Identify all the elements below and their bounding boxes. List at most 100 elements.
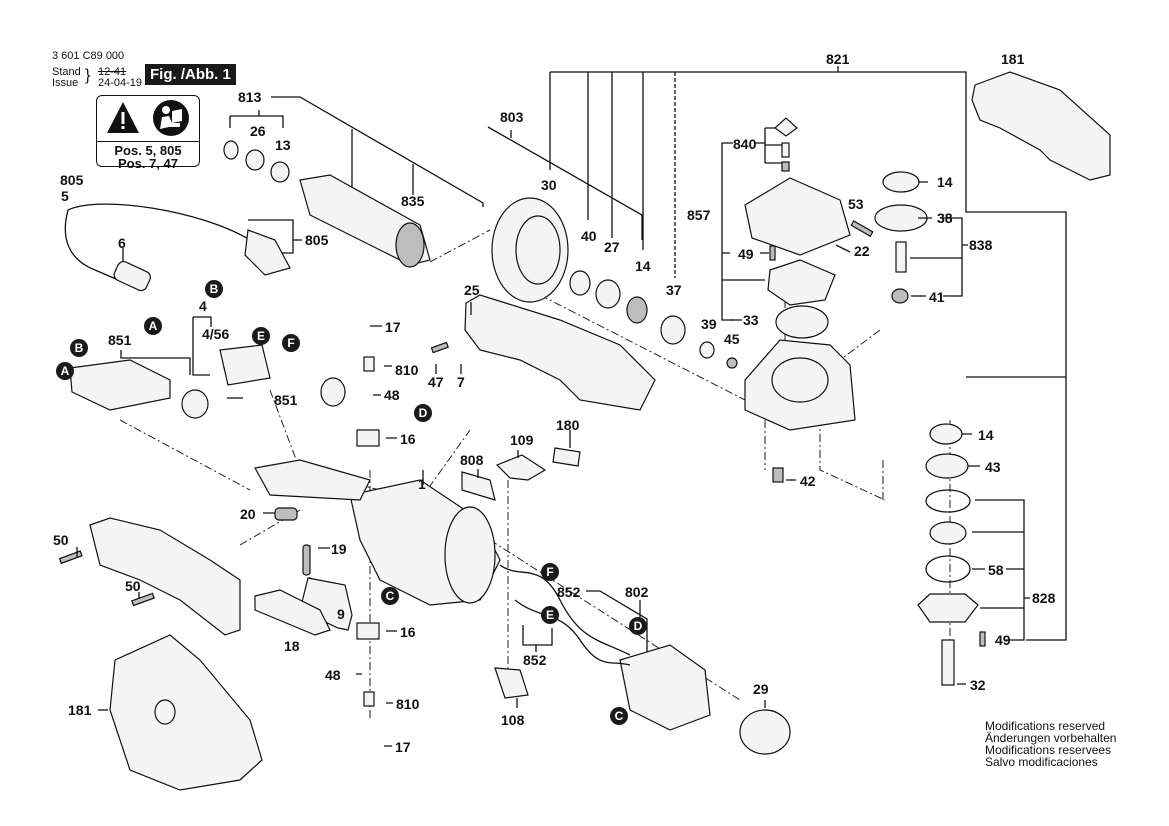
callout-6: 6 [118, 235, 126, 251]
bracket-813 [229, 96, 484, 207]
issue-label: Issue [52, 77, 79, 89]
callout-805-plug: 805 [305, 232, 329, 248]
callout-32: 32 [970, 677, 986, 693]
callout-18: 18 [284, 638, 300, 654]
brace-icon: } [85, 67, 91, 84]
part-spindle-32 [941, 639, 955, 686]
callout-852-upper: 852 [557, 584, 581, 600]
callout-53: 53 [848, 196, 864, 212]
callout-5: 5 [61, 188, 69, 204]
callout-9: 9 [337, 606, 345, 622]
callout-802: 802 [625, 584, 649, 600]
note-de: Änderungen vorbehalten [985, 731, 1117, 745]
part-brush-holder-16b [356, 622, 380, 640]
connector-B-switch: B [70, 339, 88, 357]
part-housing-25 [464, 294, 656, 411]
callout-42: 42 [800, 473, 816, 489]
part-cover-181-bottom [109, 634, 263, 791]
callout-805-cord: 805 [60, 172, 84, 188]
callout-4: 4 [199, 298, 207, 314]
part-108 [494, 667, 529, 699]
part-screw-50a [58, 550, 83, 565]
part-armature-fan [395, 222, 425, 268]
part-switch-18 [254, 589, 331, 636]
callout-27: 27 [604, 239, 620, 255]
part-handle [89, 517, 241, 636]
part-field-coil-802 [619, 644, 711, 731]
callout-109: 109 [510, 432, 534, 448]
part-bearing-41 [891, 288, 909, 304]
bracket-828 [972, 499, 1030, 641]
part-brush-810a [363, 356, 375, 372]
part-brush-holder-16a [356, 429, 380, 447]
connector-E-switch: E [252, 327, 270, 345]
connector-C-brush: C [381, 587, 399, 605]
callout-38: 38 [937, 210, 953, 226]
part-screw-50b [131, 592, 155, 607]
callout-808: 808 [460, 452, 484, 468]
part-cord [64, 209, 131, 286]
part-screw-53 [850, 220, 874, 238]
callout-50-lower: 50 [125, 578, 141, 594]
part-label-808 [461, 471, 496, 501]
stand-value: 12-41 [98, 66, 127, 78]
connector-E-coil: E [541, 606, 559, 624]
part-lever-857 [744, 177, 851, 256]
callout-40: 40 [581, 228, 597, 244]
callout-37: 37 [666, 282, 682, 298]
callout-857: 857 [687, 207, 711, 223]
warning-pos-line-1: Pos. 5, 805 [114, 143, 182, 158]
callout-851-box: 851 [108, 332, 132, 348]
callout-16-top: 16 [400, 431, 416, 447]
callout-26: 26 [250, 123, 266, 139]
part-screw-47 [430, 341, 449, 354]
note-es: Salvo modificaciones [985, 755, 1098, 769]
part-shapes [58, 71, 1111, 791]
part-bearing-13 [270, 161, 290, 183]
callout-47: 47 [428, 374, 444, 390]
bracket-821 [549, 66, 1067, 641]
part-bearing [223, 140, 239, 160]
callout-835: 835 [401, 193, 425, 209]
callout-810-top: 810 [395, 362, 419, 378]
callout-851-wheel: 851 [274, 392, 298, 408]
label-leaders [76, 181, 985, 747]
bracket-851-4 [120, 316, 212, 376]
callout-7: 7 [457, 374, 465, 390]
connector-C-coil: C [610, 707, 628, 725]
callout-19: 19 [331, 541, 347, 557]
callout-22: 22 [854, 243, 870, 259]
callout-41: 41 [929, 289, 945, 305]
part-cord-sleeve [113, 260, 151, 292]
callout-108: 108 [501, 712, 525, 728]
callout-50-upper: 50 [53, 532, 69, 548]
part-dust-cover-109 [495, 454, 547, 481]
part-bearing-14 [882, 171, 920, 193]
connector-F-switch: F [282, 334, 300, 352]
callout-821: 821 [826, 51, 850, 67]
part-switch-frame [254, 459, 371, 501]
callout-49-lower: 49 [995, 632, 1011, 648]
callout-33: 33 [743, 312, 759, 328]
part-screw-49a [769, 245, 776, 261]
part-spindle [895, 241, 907, 273]
warning-pos-line-2: Pos. 7, 47 [118, 156, 178, 171]
callout-48-bottom: 48 [325, 667, 341, 683]
note-en: Modifications reserved [985, 719, 1106, 733]
bracket-838 [910, 217, 968, 297]
callout-180: 180 [556, 417, 580, 433]
bracket-852-802 [522, 590, 648, 655]
issue-value: 24-04-19 [98, 77, 143, 89]
part-switch-box [69, 359, 171, 411]
callout-39: 39 [701, 316, 717, 332]
part-spring-19 [302, 544, 311, 576]
callout-16-bottom: 16 [400, 624, 416, 640]
read-manual-icon [153, 100, 189, 136]
warning-box: Pos. 5, 805 Pos. 7, 47 [96, 95, 200, 171]
callout-181-top: 181 [1001, 51, 1025, 67]
part-sleeve-26 [245, 149, 265, 171]
connector-D-coil: D [629, 617, 647, 635]
callout-1: 1 [418, 476, 426, 492]
part-label-180 [552, 447, 581, 467]
